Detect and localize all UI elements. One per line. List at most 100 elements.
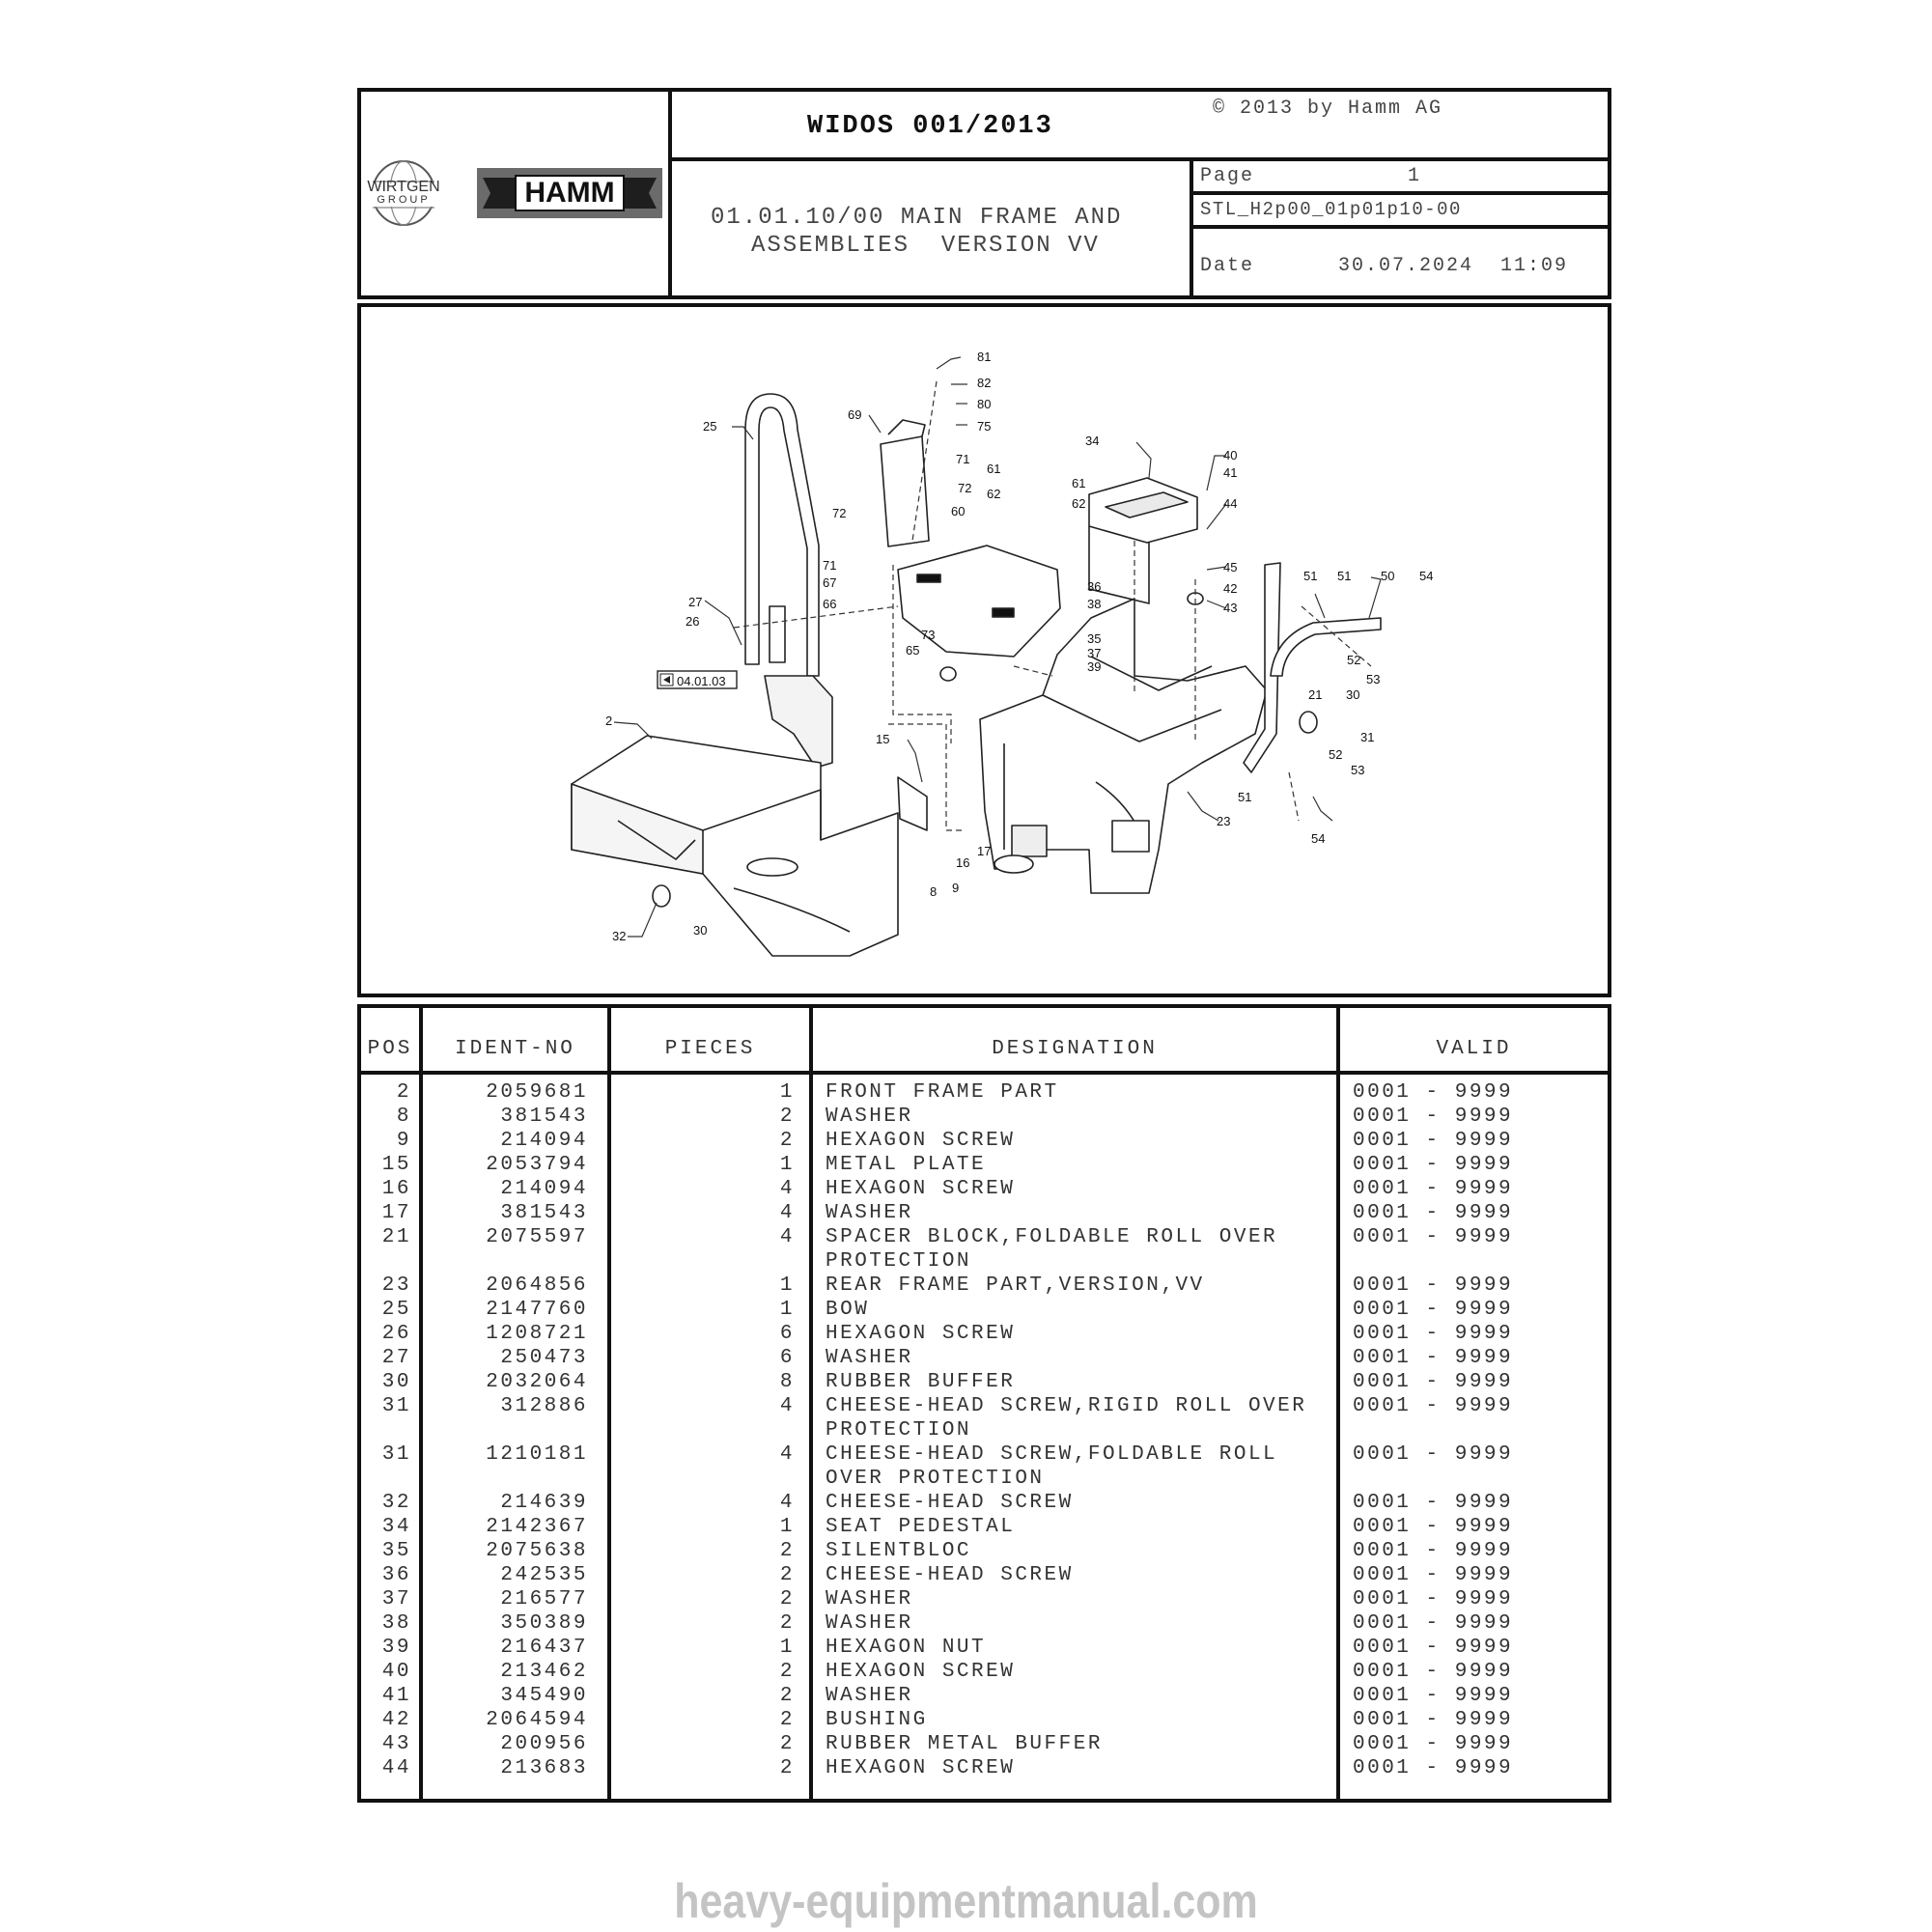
row-designation: CHEESE-HEAD SCREW,RIGID ROLL OVER PROTEC… <box>826 1395 1307 1442</box>
row-pieces: 2 <box>779 1685 795 1707</box>
row-valid: 0001 - 9999 <box>1353 1106 1514 1128</box>
row-pieces: 2 <box>779 1588 795 1610</box>
row-pos: 38 <box>381 1612 411 1635</box>
column-header-pos: POS <box>367 1038 413 1060</box>
row-ident-no: 2064856 <box>486 1274 588 1297</box>
callout-41: 41 <box>1223 465 1237 480</box>
callout-53: 53 <box>1366 672 1380 686</box>
row-designation: BOW <box>826 1299 870 1321</box>
row-designation: SEAT PEDESTAL <box>826 1516 1016 1538</box>
callout-54: 54 <box>1311 831 1325 846</box>
header-divider-title <box>668 157 1611 161</box>
row-valid: 0001 - 9999 <box>1353 1274 1514 1297</box>
row-pos: 9 <box>396 1130 411 1152</box>
callout-61: 61 <box>987 462 1000 476</box>
row-ident-no: 2064594 <box>486 1709 588 1731</box>
row-ident-no: 250473 <box>500 1347 588 1369</box>
row-ident-no: 200956 <box>500 1733 588 1755</box>
row-pieces: 2 <box>779 1661 795 1683</box>
row-designation: FRONT FRAME PART <box>826 1081 1059 1104</box>
widos-title: WIDOS 001/2013 <box>807 112 1053 141</box>
row-valid: 0001 - 9999 <box>1353 1081 1514 1104</box>
row-designation: WASHER <box>826 1612 913 1635</box>
callout-82: 82 <box>977 376 991 390</box>
row-designation: METAL PLATE <box>826 1154 987 1176</box>
row-ident-no: 2075638 <box>486 1540 588 1562</box>
row-pos: 43 <box>381 1733 411 1755</box>
row-valid: 0001 - 9999 <box>1353 1130 1514 1152</box>
row-valid: 0001 - 9999 <box>1353 1661 1514 1683</box>
callout-72: 72 <box>832 506 846 520</box>
callout-23: 23 <box>1217 814 1230 828</box>
document-title-line2: ASSEMBLIES VERSION VV <box>751 233 1100 259</box>
callout-36: 36 <box>1087 579 1101 594</box>
exploded-parts-diagram: 04.01.03 8182807569257172727161626162603… <box>571 350 1433 957</box>
callout-72: 72 <box>958 481 971 495</box>
row-designation: SPACER BLOCK,FOLDABLE ROLL OVER PROTECTI… <box>826 1226 1278 1273</box>
row-pieces: 4 <box>779 1443 795 1466</box>
row-pieces: 2 <box>779 1540 795 1562</box>
row-designation: HEXAGON SCREW <box>826 1661 1016 1683</box>
header-divider-page <box>1190 191 1611 195</box>
row-valid: 0001 - 9999 <box>1353 1733 1514 1755</box>
callout-65: 65 <box>906 643 919 658</box>
callout-39: 39 <box>1087 659 1101 674</box>
row-valid: 0001 - 9999 <box>1353 1323 1514 1345</box>
row-designation: WASHER <box>826 1106 913 1128</box>
row-pos: 26 <box>381 1323 411 1345</box>
callout-15: 15 <box>876 732 889 746</box>
row-designation: WASHER <box>826 1588 913 1610</box>
row-pos: 16 <box>381 1178 411 1200</box>
callout-21: 21 <box>1308 687 1322 702</box>
column-header-designation: DESIGNATION <box>992 1038 1158 1060</box>
row-designation: WASHER <box>826 1685 913 1707</box>
row-ident-no: 2075597 <box>486 1226 588 1248</box>
callout-62: 62 <box>1072 496 1085 511</box>
col-divider-pos <box>419 1004 423 1803</box>
page-number: 1 <box>1408 165 1422 187</box>
callout-51: 51 <box>1238 790 1251 804</box>
callout-60: 60 <box>951 504 965 518</box>
row-designation: HEXAGON SCREW <box>826 1178 1016 1200</box>
callout-32: 32 <box>612 929 626 943</box>
callout-9: 9 <box>952 881 959 895</box>
row-designation: RUBBER METAL BUFFER <box>826 1733 1103 1755</box>
row-pos: 37 <box>381 1588 411 1610</box>
callout-75: 75 <box>977 419 991 434</box>
row-pieces: 4 <box>779 1178 795 1200</box>
col-divider-pieces <box>809 1004 813 1803</box>
row-valid: 0001 - 9999 <box>1353 1516 1514 1538</box>
row-designation: REAR FRAME PART,VERSION,VV <box>826 1274 1205 1297</box>
row-ident-no: 2147760 <box>486 1299 588 1321</box>
date-value: 30.07.2024 11:09 <box>1338 255 1569 277</box>
row-pos: 31 <box>381 1395 411 1417</box>
row-designation: WASHER <box>826 1347 913 1369</box>
callout-53: 53 <box>1351 763 1364 777</box>
callout-8: 8 <box>930 884 937 899</box>
row-pos: 32 <box>381 1492 411 1514</box>
row-designation: WASHER <box>826 1202 913 1224</box>
row-pieces: 6 <box>779 1323 795 1345</box>
callout-66: 66 <box>823 597 836 611</box>
row-pieces: 1 <box>779 1274 795 1297</box>
callout-61: 61 <box>1072 476 1085 490</box>
row-valid: 0001 - 9999 <box>1353 1178 1514 1200</box>
row-pieces: 2 <box>779 1757 795 1779</box>
callout-17: 17 <box>977 844 991 858</box>
row-pos: 23 <box>381 1274 411 1297</box>
header-divider-code <box>1190 225 1611 229</box>
row-ident-no: 350389 <box>500 1612 588 1635</box>
row-valid: 0001 - 9999 <box>1353 1443 1514 1466</box>
callout-69: 69 <box>848 407 861 422</box>
row-designation: BUSHING <box>826 1709 928 1731</box>
callout-16: 16 <box>956 855 969 870</box>
row-pieces: 1 <box>779 1154 795 1176</box>
row-valid: 0001 - 9999 <box>1353 1202 1514 1224</box>
row-pos: 36 <box>381 1564 411 1586</box>
callout-62: 62 <box>987 487 1000 501</box>
row-ident-no: 213462 <box>500 1661 588 1683</box>
row-ident-no: 345490 <box>500 1685 588 1707</box>
row-pieces: 2 <box>779 1106 795 1128</box>
row-pos: 34 <box>381 1516 411 1538</box>
row-pieces: 1 <box>779 1516 795 1538</box>
